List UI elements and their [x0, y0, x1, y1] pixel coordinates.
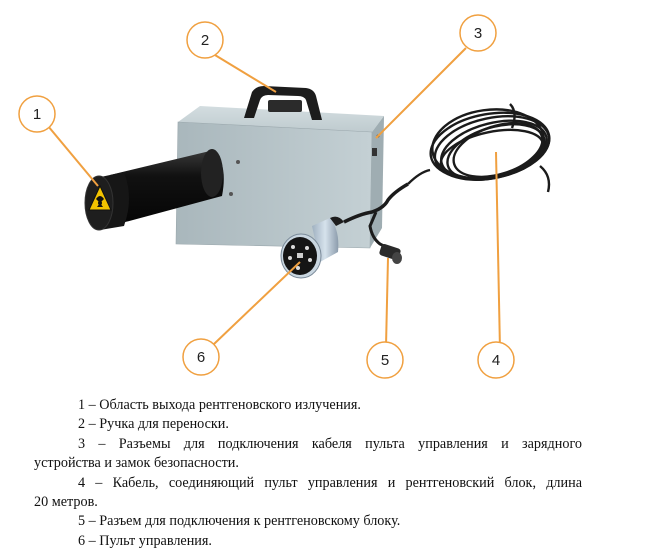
- callout-leaders: [47, 47, 501, 351]
- legend-item-2: 2 – Ручка для переноски.: [78, 416, 229, 433]
- legend-item-4-continuation: 20 метров.: [34, 494, 98, 511]
- callout-4: 4: [477, 341, 515, 379]
- equipment-diagram: 1 2 3 4 5 6: [18, 14, 551, 379]
- coiled-cable: [407, 103, 551, 193]
- control-remote: [280, 216, 344, 279]
- legend-item-3: 3 – Разъемы для подключения кабеля пульт…: [78, 435, 582, 452]
- legend-item-5: 5 – Разъем для подключения к рентгеновск…: [78, 513, 401, 530]
- callout-5-label: 5: [381, 352, 389, 369]
- callout-6-label: 6: [197, 349, 205, 366]
- callout-4-label: 4: [492, 352, 500, 369]
- callout-5: 5: [366, 341, 404, 379]
- callout-6: 6: [182, 338, 220, 376]
- callout-1-label: 1: [33, 106, 41, 123]
- callout-3-label: 3: [474, 25, 482, 42]
- callout-2: 2: [186, 21, 224, 59]
- callout-2-label: 2: [201, 32, 209, 49]
- legend-item-3-continuation: устройства и замок безопасности.: [34, 455, 239, 472]
- xray-unit-box: [175, 106, 384, 249]
- xray-tube: [84, 149, 224, 231]
- carry-handle: [244, 86, 322, 120]
- legend: 1 – Область выхода рентгеновского излуче…: [34, 396, 582, 551]
- callout-3: 3: [459, 14, 497, 52]
- connector-cable: [343, 182, 409, 264]
- legend-item-4: 4 – Кабель, соединяющий пульт управления…: [78, 474, 582, 491]
- legend-item-6: 6 – Пульт управления.: [78, 532, 212, 549]
- callout-1: 1: [18, 95, 56, 133]
- legend-item-1: 1 – Область выхода рентгеновского излуче…: [78, 397, 361, 413]
- radiation-warning-icon: [88, 184, 112, 211]
